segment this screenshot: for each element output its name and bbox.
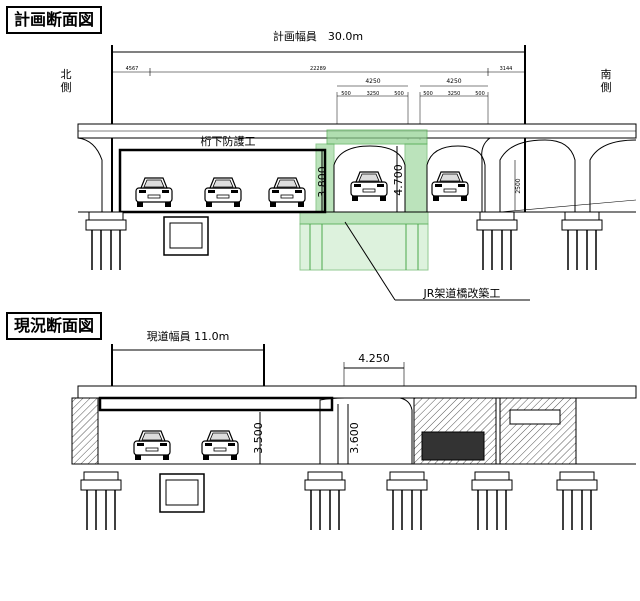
plan-pile-1 (85, 211, 127, 271)
jr-bridge-pier-right (404, 143, 428, 213)
current-pile-5 (556, 471, 598, 531)
dim-small-3: 3144 (500, 66, 513, 72)
current-pile-4 (471, 471, 513, 531)
current-pile-3 (386, 471, 428, 531)
plan-car-5 (431, 171, 469, 202)
current-height-b: 3.600 (348, 422, 361, 454)
plan-car-3 (268, 177, 306, 208)
current-viaduct-deck (77, 385, 637, 399)
current-car-2 (201, 430, 239, 461)
dim-small-2: 22289 (310, 66, 326, 72)
dim-sub-a-2: 3250 (367, 91, 380, 97)
plan-pile-2 (476, 211, 518, 271)
plan-car-4 (350, 171, 388, 202)
plan-pile-3 (561, 211, 603, 271)
jr-bridge-deck (326, 129, 428, 145)
dim-sub-a-1: 500 (341, 91, 351, 97)
current-width-label: 現道幅員 11.0m (147, 329, 230, 343)
plan-car-2 (204, 177, 242, 208)
plan-car-1 (135, 177, 173, 208)
current-pile-1 (80, 471, 122, 531)
jr-bridge-footing (299, 211, 429, 225)
plan-height-small: 2500 (515, 178, 522, 193)
jr-bridge-label: JR架道橋改築工 (423, 286, 501, 300)
plan-height-b: 4.700 (392, 164, 405, 196)
dim-sub-b-3: 500 (475, 91, 485, 97)
dim-sub-b-1: 500 (423, 91, 433, 97)
current-wall-left (71, 397, 99, 465)
north-side-label: 北側 (61, 68, 72, 94)
current-pile-2 (304, 471, 346, 531)
dim-small-1: 4567 (126, 66, 139, 72)
current-dim-4250: 4.250 (358, 352, 390, 365)
plan-width-label: 計画幅員 30.0m (273, 29, 363, 43)
dim-sub-a-3: 500 (394, 91, 404, 97)
current-building-2 (499, 397, 577, 465)
current-girder (98, 396, 334, 412)
current-section-title: 現況断面図 (6, 312, 103, 340)
current-car-1 (133, 430, 171, 461)
dim-sub-b-2: 3250 (448, 91, 461, 97)
girder-protection-label: 桁下防護工 (201, 134, 256, 148)
plan-drawing: 計画幅員 30.0m 北側 南側 4567 22289 3144 4250 42… (61, 29, 637, 301)
plan-section-title: 計画断面図 (6, 6, 103, 34)
dim-4250-a: 4250 (365, 78, 380, 85)
south-side-label: 南側 (601, 68, 612, 94)
current-height-a: 3.500 (252, 422, 265, 454)
plan-height-a: 3.800 (316, 166, 329, 198)
dim-4250-b: 4250 (446, 78, 461, 85)
current-drawing: 現道幅員 11.0m 4.250 3.500 3.600 (71, 329, 637, 531)
